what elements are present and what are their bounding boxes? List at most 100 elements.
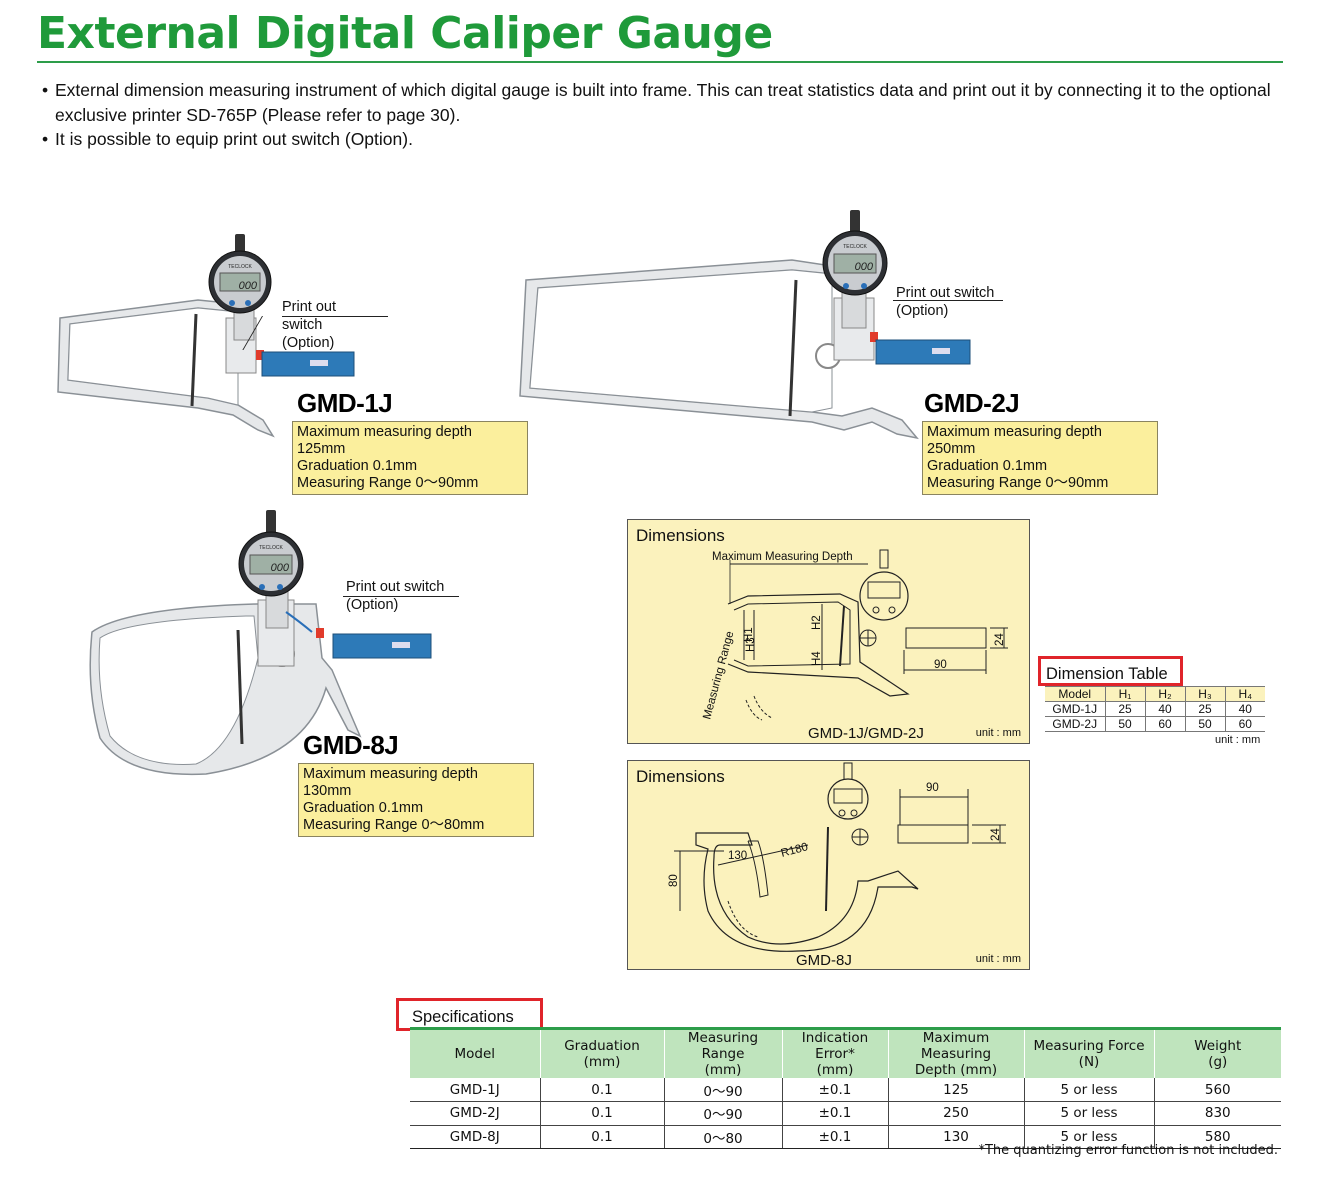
column-header-line: Graduation <box>564 1038 640 1054</box>
label-dim-90: 90 <box>934 659 947 671</box>
label-r180: R180 <box>780 841 810 860</box>
spec-line: Maximum measuring depth 130mm <box>303 766 478 799</box>
label-dim-24: 24 <box>994 633 1006 646</box>
callout-print-switch-8j: Print out switch (Option) <box>346 578 444 614</box>
label-h3: H3 <box>745 637 757 652</box>
column-header-line: Indication Error* <box>801 1030 869 1062</box>
dimension-table-unit: unit : mm <box>1215 734 1261 746</box>
callout-label: (Option) <box>346 597 399 613</box>
spec-line: Graduation 0.1mm <box>927 458 1048 474</box>
spec-line: Maximum measuring depth 250mm <box>927 424 1102 457</box>
page-title: External Digital Caliper Gauge <box>37 8 773 59</box>
table-cell: 25 <box>1185 701 1226 717</box>
table-cell: GMD-2J <box>1045 716 1106 732</box>
panel-title: Dimensions <box>636 526 725 545</box>
label-max-measuring-depth: Maximum Measuring Depth <box>712 551 853 563</box>
product-gmd-2j: 000 TECLOCK <box>512 208 982 448</box>
table-cell: 40 <box>1225 701 1265 717</box>
table-cell: 0〜90 <box>664 1101 783 1126</box>
spec-line: Measuring Range 0〜90mm <box>927 475 1109 491</box>
table-cell: 5 or less <box>1024 1125 1155 1149</box>
product-gmd-8j: 000 TECLOCK <box>86 508 446 788</box>
table-row: GMD-8J 0.1 0〜80 ±0.1 130 5 or less 580 <box>410 1125 1281 1149</box>
caliper-gmd-8j-illustration: 000 TECLOCK <box>89 510 432 776</box>
table-row: GMD-1J 0.1 0〜90 ±0.1 125 5 or less 560 <box>410 1078 1281 1102</box>
column-header-line: Weight <box>1194 1038 1242 1054</box>
callout-label: Print out switch <box>346 579 445 595</box>
column-header: Weight(g) <box>1154 1027 1281 1078</box>
table-cell: 0〜80 <box>664 1125 783 1149</box>
label-dim-130: 130 <box>728 850 747 862</box>
gauge-brand-label: TECLOCK <box>259 545 283 551</box>
table-cell: 0.1 <box>540 1101 665 1126</box>
dimensions-panel-gmd-1j-2j: Dimensions Maximum Measuring Depth 24 90… <box>627 519 1030 744</box>
dimension-table-heading-box: Dimension Table <box>1038 656 1183 686</box>
table-cell: 60 <box>1225 716 1265 732</box>
column-header-unit: (mm) <box>816 1062 854 1078</box>
label-dim-90: 90 <box>926 782 939 794</box>
table-cell: 0〜90 <box>664 1078 783 1102</box>
callout-label: Print out switch <box>282 299 336 333</box>
gauge-brand-label: TECLOCK <box>843 244 867 250</box>
model-name-gmd-2j: GMD-2J <box>924 388 1020 418</box>
column-header-line: Measuring Force <box>1033 1038 1145 1054</box>
callout-print-switch-2j: Print out switch (Option) <box>896 284 994 320</box>
table-cell: GMD-1J <box>1045 701 1106 717</box>
column-header-unit: (N) <box>1078 1054 1100 1070</box>
specifications-footnote: *The quantizing error function is not in… <box>978 1143 1278 1158</box>
panel-unit: unit : mm <box>975 953 1021 965</box>
intro-bullet: External dimension measuring instrument … <box>40 78 1285 127</box>
table-cell: 50 <box>1105 716 1146 732</box>
dimension-table-heading: Dimension Table <box>1046 665 1168 683</box>
table-cell: 0.1 <box>540 1078 665 1102</box>
column-header-unit: (g) <box>1208 1054 1228 1070</box>
column-header: Graduation(mm) <box>540 1027 665 1078</box>
callout-label: (Option) <box>282 335 335 351</box>
dimension-drawing-2: 90 24 130 R180 80 <box>668 762 1006 952</box>
gauge-display-readout: 000 <box>271 562 290 574</box>
column-header-unit: (mm) <box>704 1062 742 1078</box>
callout-print-switch-1j: Print out switch (Option) <box>282 298 378 352</box>
model-name-gmd-8j: GMD-8J <box>303 730 399 760</box>
table-cell: 5 or less <box>1024 1078 1155 1102</box>
table-header-row: Model H₁ H₂ H₃ H₄ <box>1045 686 1265 702</box>
callout-leader-line <box>893 300 1003 301</box>
panel-caption: GMD-8J <box>796 952 852 969</box>
label-h1: H1 <box>743 627 755 642</box>
panel-title: Dimensions <box>636 767 725 786</box>
table-cell: 40 <box>1145 701 1186 717</box>
column-header: Measuring Force(N) <box>1024 1027 1155 1078</box>
title-underline <box>37 61 1283 63</box>
table-cell: 580 <box>1154 1125 1281 1149</box>
table-cell: GMD-1J <box>410 1078 541 1102</box>
panel-caption: GMD-1J/GMD-2J <box>808 725 924 742</box>
table-row: GMD-2J 0.1 0〜90 ±0.1 250 5 or less 830 <box>410 1101 1281 1126</box>
gauge-brand-label: TECLOCK <box>228 264 252 270</box>
table-cell: 125 <box>888 1078 1025 1102</box>
table-cell: 25 <box>1105 701 1146 717</box>
intro-bullets: External dimension measuring instrument … <box>40 78 1285 152</box>
dimension-table: Model H₁ H₂ H₃ H₄ GMD-1J 25 40 25 40 GMD… <box>1045 686 1265 732</box>
column-header: Model <box>1045 686 1106 702</box>
spec-line: Graduation 0.1mm <box>297 458 418 474</box>
table-cell: 60 <box>1145 716 1186 732</box>
label-h2: H2 <box>811 615 823 630</box>
model-name-gmd-1j: GMD-1J <box>297 388 393 418</box>
column-header: H₂ <box>1145 686 1186 702</box>
column-header: Model <box>410 1027 541 1078</box>
product-gmd-1j: 000 TECLOCK Print out switch (Option) <box>48 230 378 440</box>
spec-line: Measuring Range 0〜80mm <box>303 817 485 833</box>
table-cell: 5 or less <box>1024 1101 1155 1126</box>
callout-leader-line <box>282 316 388 317</box>
table-cell: ±0.1 <box>782 1101 889 1126</box>
label-h4: H4 <box>811 651 823 666</box>
label-dim-24: 24 <box>990 828 1002 841</box>
column-header-unit: (mm) <box>583 1054 621 1070</box>
table-cell: 560 <box>1154 1078 1281 1102</box>
callout-label: Print out switch <box>896 285 995 301</box>
spec-line: Measuring Range 0〜90mm <box>297 475 479 491</box>
spec-box-gmd-1j: Maximum measuring depth 125mm Graduation… <box>292 421 528 495</box>
gauge-display-readout: 000 <box>855 261 874 273</box>
column-header-line: Measuring Range <box>687 1030 759 1062</box>
